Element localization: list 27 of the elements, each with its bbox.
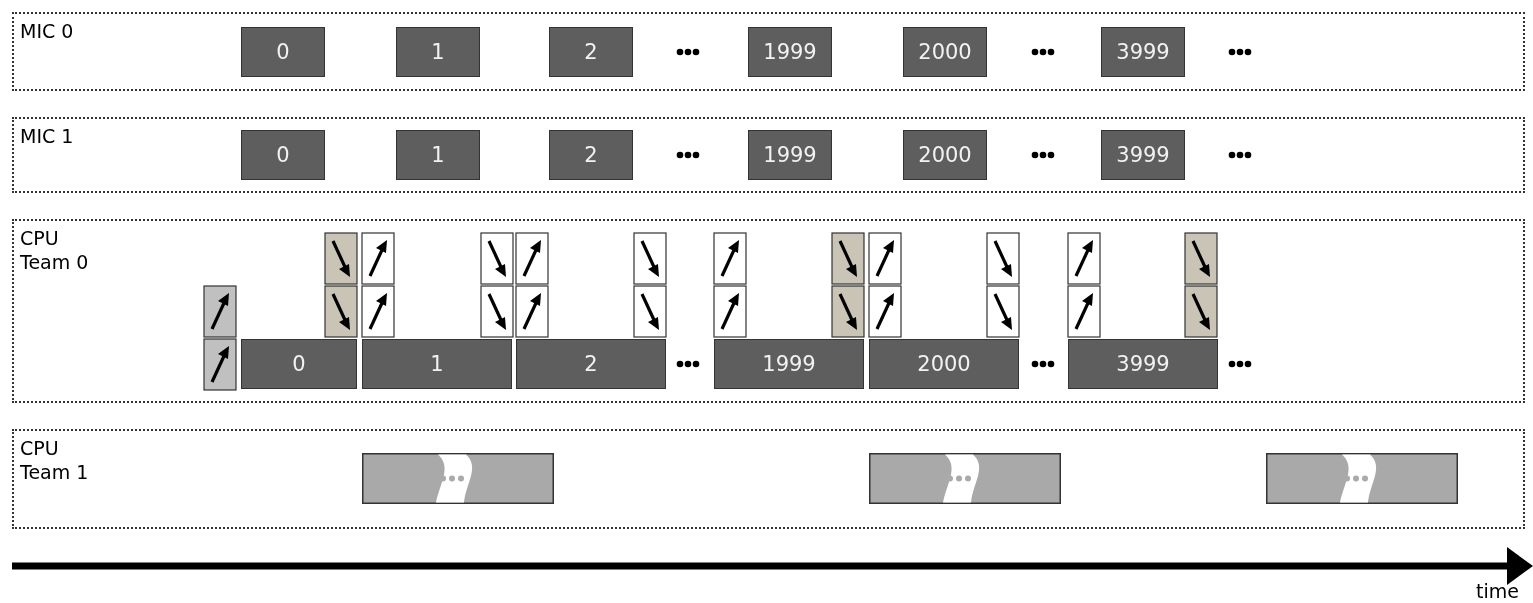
lane-band bbox=[12, 12, 1525, 91]
lane-band bbox=[12, 219, 1525, 403]
lane-title: MIC 1 bbox=[20, 125, 75, 149]
task-box: 0 bbox=[241, 27, 325, 77]
task-box: 1 bbox=[362, 339, 512, 389]
lane-title: CPU Team 0 bbox=[20, 227, 90, 275]
task-box: 1 bbox=[396, 130, 480, 180]
lane-title: CPU Team 1 bbox=[20, 437, 90, 485]
task-box: 2 bbox=[549, 27, 633, 77]
task-box: 2 bbox=[549, 130, 633, 180]
task-box: 0 bbox=[241, 130, 325, 180]
task-box: 0 bbox=[241, 339, 357, 389]
lane-band bbox=[12, 429, 1525, 529]
task-box: 2000 bbox=[903, 130, 987, 180]
task-box: 3999 bbox=[1101, 27, 1185, 77]
task-box: 1999 bbox=[714, 339, 864, 389]
lane-band bbox=[12, 117, 1525, 193]
task-box: 2 bbox=[516, 339, 666, 389]
task-box: 2000 bbox=[869, 339, 1019, 389]
task-box: 1999 bbox=[748, 130, 832, 180]
task-box: 3999 bbox=[1068, 339, 1218, 389]
lane-title: MIC 0 bbox=[20, 20, 75, 44]
task-box: 3999 bbox=[1101, 130, 1185, 180]
task-box: 2000 bbox=[903, 27, 987, 77]
task-box: 1 bbox=[396, 27, 480, 77]
task-box: 1999 bbox=[748, 27, 832, 77]
axis-label: time bbox=[1476, 580, 1519, 602]
